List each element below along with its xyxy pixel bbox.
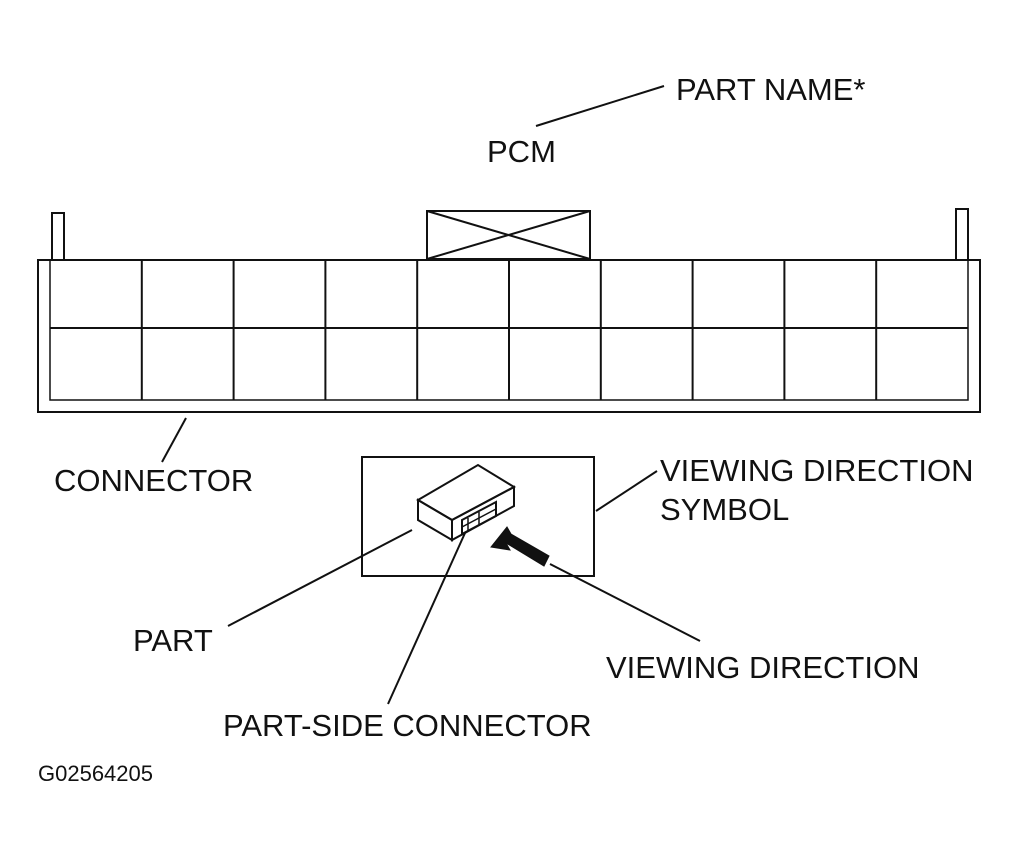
connector-lock-tab bbox=[426, 210, 591, 260]
viewing-direction-label: VIEWING DIRECTION bbox=[606, 650, 919, 685]
viewing-direction-symbol bbox=[361, 456, 595, 577]
figure-id: G02564205 bbox=[38, 761, 153, 786]
part-block bbox=[416, 463, 517, 542]
part-side-connector-label: PART-SIDE CONNECTOR bbox=[223, 708, 592, 743]
part-side-connector-symbol bbox=[461, 500, 497, 536]
viewing-direction-arrow bbox=[490, 526, 550, 567]
pcm-label: PCM bbox=[487, 134, 556, 169]
connector-label: CONNECTOR bbox=[54, 463, 253, 498]
viewing-direction-symbol-label-line2: SYMBOL bbox=[660, 492, 789, 527]
part-name-label: PART NAME* bbox=[676, 72, 866, 107]
part-name-leader bbox=[535, 85, 665, 127]
viewing-direction-symbol-leader bbox=[595, 470, 658, 512]
connector-right-post bbox=[955, 208, 969, 261]
viewing-direction-leader bbox=[549, 563, 701, 642]
connector-left-post bbox=[51, 212, 65, 261]
connector-leader bbox=[161, 417, 187, 463]
viewing-direction-symbol-label-line1: VIEWING DIRECTION bbox=[660, 453, 973, 488]
part-leader bbox=[227, 529, 413, 627]
part-label: PART bbox=[133, 623, 213, 658]
terminal-grid bbox=[50, 260, 968, 400]
part-side-connector-leader bbox=[387, 532, 466, 705]
